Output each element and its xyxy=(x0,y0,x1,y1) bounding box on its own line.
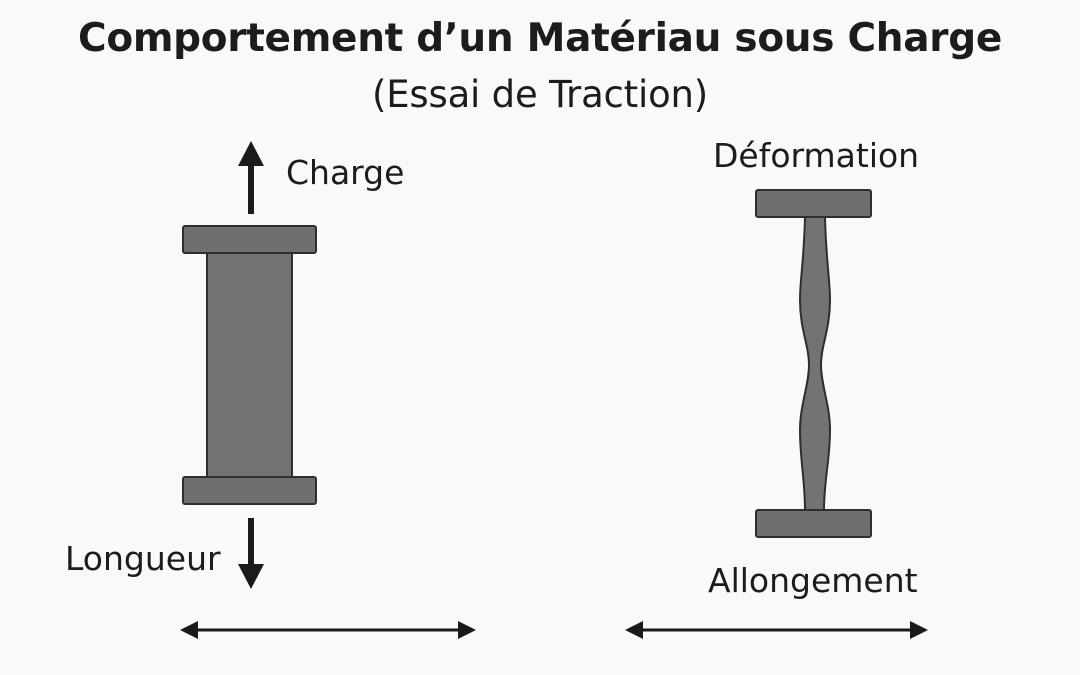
specimen-body xyxy=(206,252,293,478)
load-label: Charge xyxy=(286,153,405,192)
top-grip-deformed xyxy=(755,189,872,218)
top-grip xyxy=(182,225,317,254)
bottom-grip-deformed xyxy=(755,509,872,538)
length-label: Longueur xyxy=(65,539,221,578)
deformation-label: Déformation xyxy=(713,136,920,175)
load-arrow-up-icon xyxy=(238,141,264,214)
diagram-subtitle: (Essai de Traction) xyxy=(372,73,708,116)
elongation-double-arrow-icon xyxy=(625,621,928,639)
original-specimen xyxy=(182,225,317,505)
deformed-specimen xyxy=(755,189,872,538)
bottom-grip xyxy=(182,476,317,505)
load-arrow-down-icon xyxy=(238,518,264,589)
length-double-arrow-icon xyxy=(180,621,476,639)
necked-body xyxy=(798,216,832,511)
elongation-label: Allongement xyxy=(708,561,918,600)
diagram-title: Comportement d’un Matériau sous Charge xyxy=(78,16,1002,61)
